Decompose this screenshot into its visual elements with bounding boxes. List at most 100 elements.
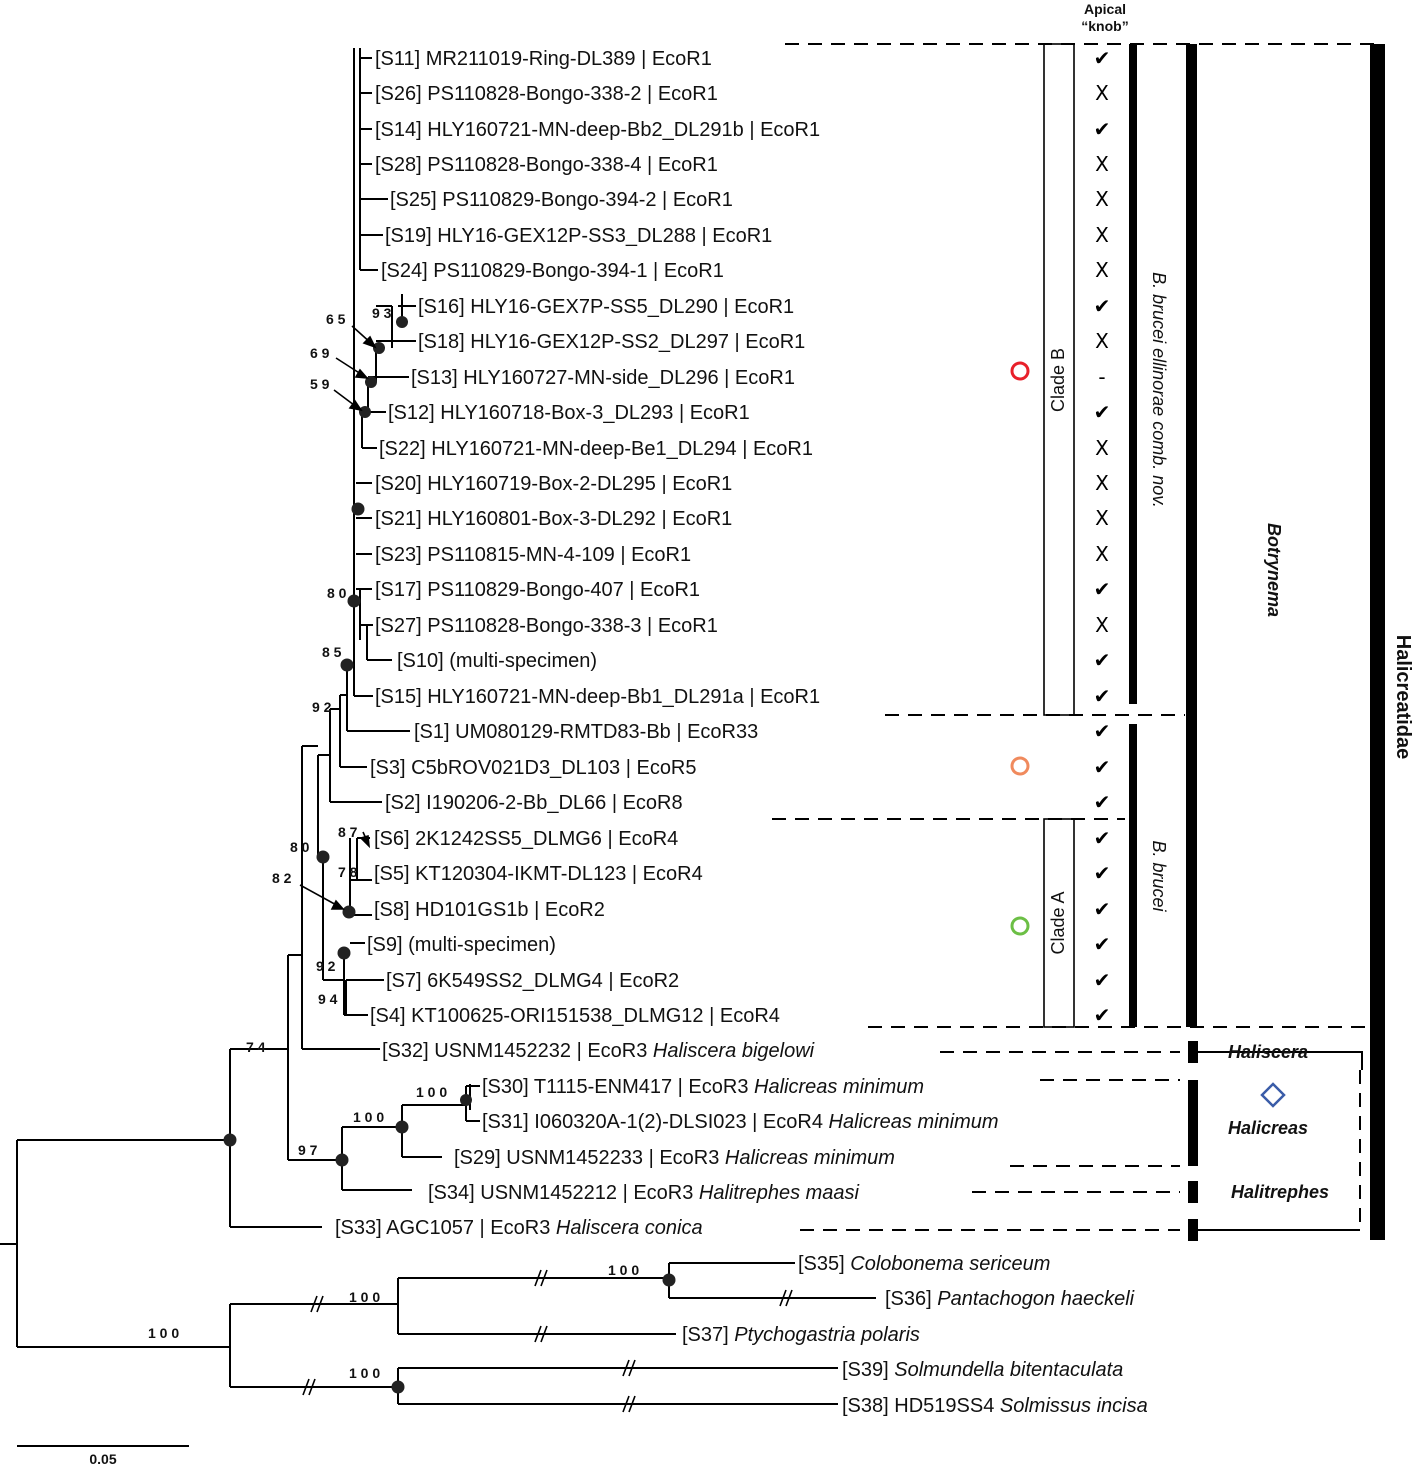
bootstrap-label: 9 2 (312, 699, 332, 715)
knob-mark: ✔ (1094, 117, 1111, 141)
leaf-label: [S38] HD519SS4 Solmissus incisa (842, 1395, 1148, 1417)
knob-mark: ✔ (1094, 897, 1111, 921)
bootstrap-arrows (299, 325, 377, 910)
bootstrap-label: 1 0 0 (349, 1289, 380, 1305)
leaf-label: [S11] MR211019-Ring-DL389 | EcoR1 (375, 48, 712, 70)
leaf-label: [S36] Pantachogon haeckeli (885, 1288, 1135, 1310)
blue-diamond-marker (1260, 1082, 1286, 1108)
knob-mark: ✔ (1094, 719, 1111, 743)
leaf-label: [S19] HLY16-GEX12P-SS3_DL288 | EcoR1 (385, 225, 772, 247)
bootstrap-label: 1 0 0 (608, 1262, 639, 1278)
leaf-label: [S35] Colobonema sericeum (798, 1253, 1050, 1275)
haliscera-connector (1198, 1051, 1363, 1070)
leaf-label: [S3] C5bROV021D3_DL103 | EcoR5 (370, 757, 697, 779)
knob-mark: X (1095, 329, 1109, 353)
bootstrap-label: 7 8 (338, 864, 358, 880)
knob-mark: ✔ (1094, 968, 1111, 992)
knob-mark: ✔ (1094, 400, 1111, 424)
leaf-label: [S20] HLY160719-Box-2-DL295 | EcoR1 (375, 473, 732, 495)
bootstrap-values: 6 5 6 9 5 9 9 3 8 0 8 5 9 2 8 7 7 8 8 0 … (148, 305, 639, 1381)
leaf-label: [S8] HD101GS1b | EcoR2 (374, 899, 605, 921)
leaf-label: [S18] HLY16-GEX12P-SS2_DL297 | EcoR1 (418, 331, 805, 353)
knob-mark: ✔ (1094, 826, 1111, 850)
bootstrap-label: 5 9 (310, 376, 330, 392)
leaf-label: [S39] Solmundella bitentaculata (842, 1359, 1123, 1381)
bootstrap-label: 7 4 (246, 1039, 266, 1055)
bootstrap-label: 8 7 (338, 824, 358, 840)
bootstrap-label: 9 7 (298, 1142, 318, 1158)
leaf-label: [S4] KT100625-ORI151538_DLMG12 | EcoR4 (370, 1005, 780, 1027)
leaf-label: [S22] HLY160721-MN-deep-Be1_DL294 | EcoR… (379, 438, 813, 460)
knob-mark: X (1095, 223, 1109, 247)
leaf-label: [S29] USNM1452233 | EcoR3 Halicreas mini… (454, 1147, 895, 1169)
node-dots (223, 316, 676, 1394)
knob-mark: X (1095, 613, 1109, 637)
bootstrap-label: 1 0 0 (148, 1325, 179, 1341)
knob-column: ✔ X ✔ X X X X ✔ X - ✔ X X X X ✔ X ✔ ✔ ✔ … (1094, 46, 1111, 1027)
dashed-separators (772, 43, 1380, 1231)
knob-mark: ✔ (1094, 46, 1111, 70)
leaf-labels: [S11] MR211019-Ring-DL389 | EcoR1 [S26] … (335, 48, 1148, 1417)
leaf-label: [S14] HLY160721-MN-deep-Bb2_DL291b | Eco… (375, 119, 820, 141)
leaf-label: [S37] Ptychogastria polaris (682, 1324, 920, 1346)
green-circle-marker (1010, 916, 1030, 936)
leaf-label: [S33] AGC1057 | EcoR3 Haliscera conica (335, 1217, 703, 1239)
leaf-label: [S30] T1115-ENM417 | EcoR3 Halicreas min… (482, 1076, 924, 1098)
bootstrap-label: 6 5 (326, 311, 346, 327)
bootstrap-label: 8 2 (272, 870, 292, 886)
bootstrap-label: 1 0 0 (349, 1365, 380, 1381)
halicreas-label: Halicreas (1228, 1118, 1308, 1138)
leaf-label: [S2] I190206-2-Bb_DL66 | EcoR8 (385, 792, 683, 814)
knob-mark: - (1098, 365, 1105, 389)
leaf-label: [S5] KT120304-IKMT-DL123 | EcoR4 (374, 863, 703, 885)
bootstrap-label: 1 0 0 (353, 1109, 384, 1125)
clade-b-box: Clade B (1043, 43, 1075, 716)
leaf-label: [S17] PS110829-Bongo-407 | EcoR1 (375, 579, 700, 601)
leaf-label: [S27] PS110828-Bongo-338-3 | EcoR1 (375, 615, 718, 637)
botrynema-label: Botrynema (1264, 523, 1284, 617)
knob-header-line2: “knob” (1081, 18, 1128, 34)
red-circle-marker (1010, 361, 1030, 381)
knob-mark: X (1095, 506, 1109, 530)
group-bars (1129, 44, 1385, 1241)
leaf-label: [S21] HLY160801-Box-3-DL292 | EcoR1 (375, 508, 732, 530)
orange-circle-marker (1010, 756, 1030, 776)
bootstrap-label: 9 4 (318, 991, 338, 1007)
knob-mark: ✔ (1094, 648, 1111, 672)
leaf-label: [S26] PS110828-Bongo-338-2 | EcoR1 (375, 83, 718, 105)
knob-mark: X (1095, 542, 1109, 566)
bootstrap-label: 8 0 (290, 839, 310, 855)
leaf-label: [S1] UM080129-RMTD83-Bb | EcoR33 (414, 721, 758, 743)
knob-mark: ✔ (1094, 932, 1111, 956)
leaf-label: [S7] 6K549SS2_DLMG4 | EcoR2 (386, 970, 679, 992)
leaf-label: [S13] HLY160727-MN-side_DL296 | EcoR1 (411, 367, 795, 389)
scale-label: 0.05 (89, 1451, 116, 1467)
knob-mark: ✔ (1094, 861, 1111, 885)
ellinorae-label: B. brucei ellinorae comb. nov. (1149, 272, 1169, 508)
haliscera-label: Haliscera (1228, 1042, 1308, 1062)
halicreatidae-label: Halicreatidae (1392, 635, 1414, 760)
knob-mark: ✔ (1094, 577, 1111, 601)
leaf-label: [S6] 2K1242SS5_DLMG6 | EcoR4 (374, 828, 678, 850)
leaf-label: [S12] HLY160718-Box-3_DL293 | EcoR1 (388, 402, 750, 424)
clade-a-label: Clade A (1048, 891, 1068, 954)
leaf-label: [S16] HLY16-GEX7P-SS5_DL290 | EcoR1 (418, 296, 794, 318)
knob-mark: X (1095, 81, 1109, 105)
leaf-label: [S24] PS110829-Bongo-394-1 | EcoR1 (381, 260, 724, 282)
leaf-label: [S28] PS110828-Bongo-338-4 | EcoR1 (375, 154, 718, 176)
clade-a-box: Clade A (1043, 818, 1075, 1028)
knob-mark: ✔ (1094, 790, 1111, 814)
knob-mark: ✔ (1094, 755, 1111, 779)
knob-mark: X (1095, 471, 1109, 495)
knob-mark: X (1095, 258, 1109, 282)
branch-break-marks (302, 1269, 793, 1413)
leaf-label: [S15] HLY160721-MN-deep-Bb1_DL291a | Eco… (375, 686, 820, 708)
knob-header-line1: Apical (1084, 1, 1126, 17)
bootstrap-label: 9 2 (316, 958, 336, 974)
leaf-label: [S23] PS110815-MN-4-109 | EcoR1 (375, 544, 691, 566)
leaf-label: [S34] USNM1452212 | EcoR3 Halitrephes ma… (428, 1182, 860, 1204)
leaf-label: [S9] (multi-specimen) (367, 934, 556, 956)
bootstrap-label: 8 0 (327, 585, 347, 601)
knob-mark: X (1095, 187, 1109, 211)
